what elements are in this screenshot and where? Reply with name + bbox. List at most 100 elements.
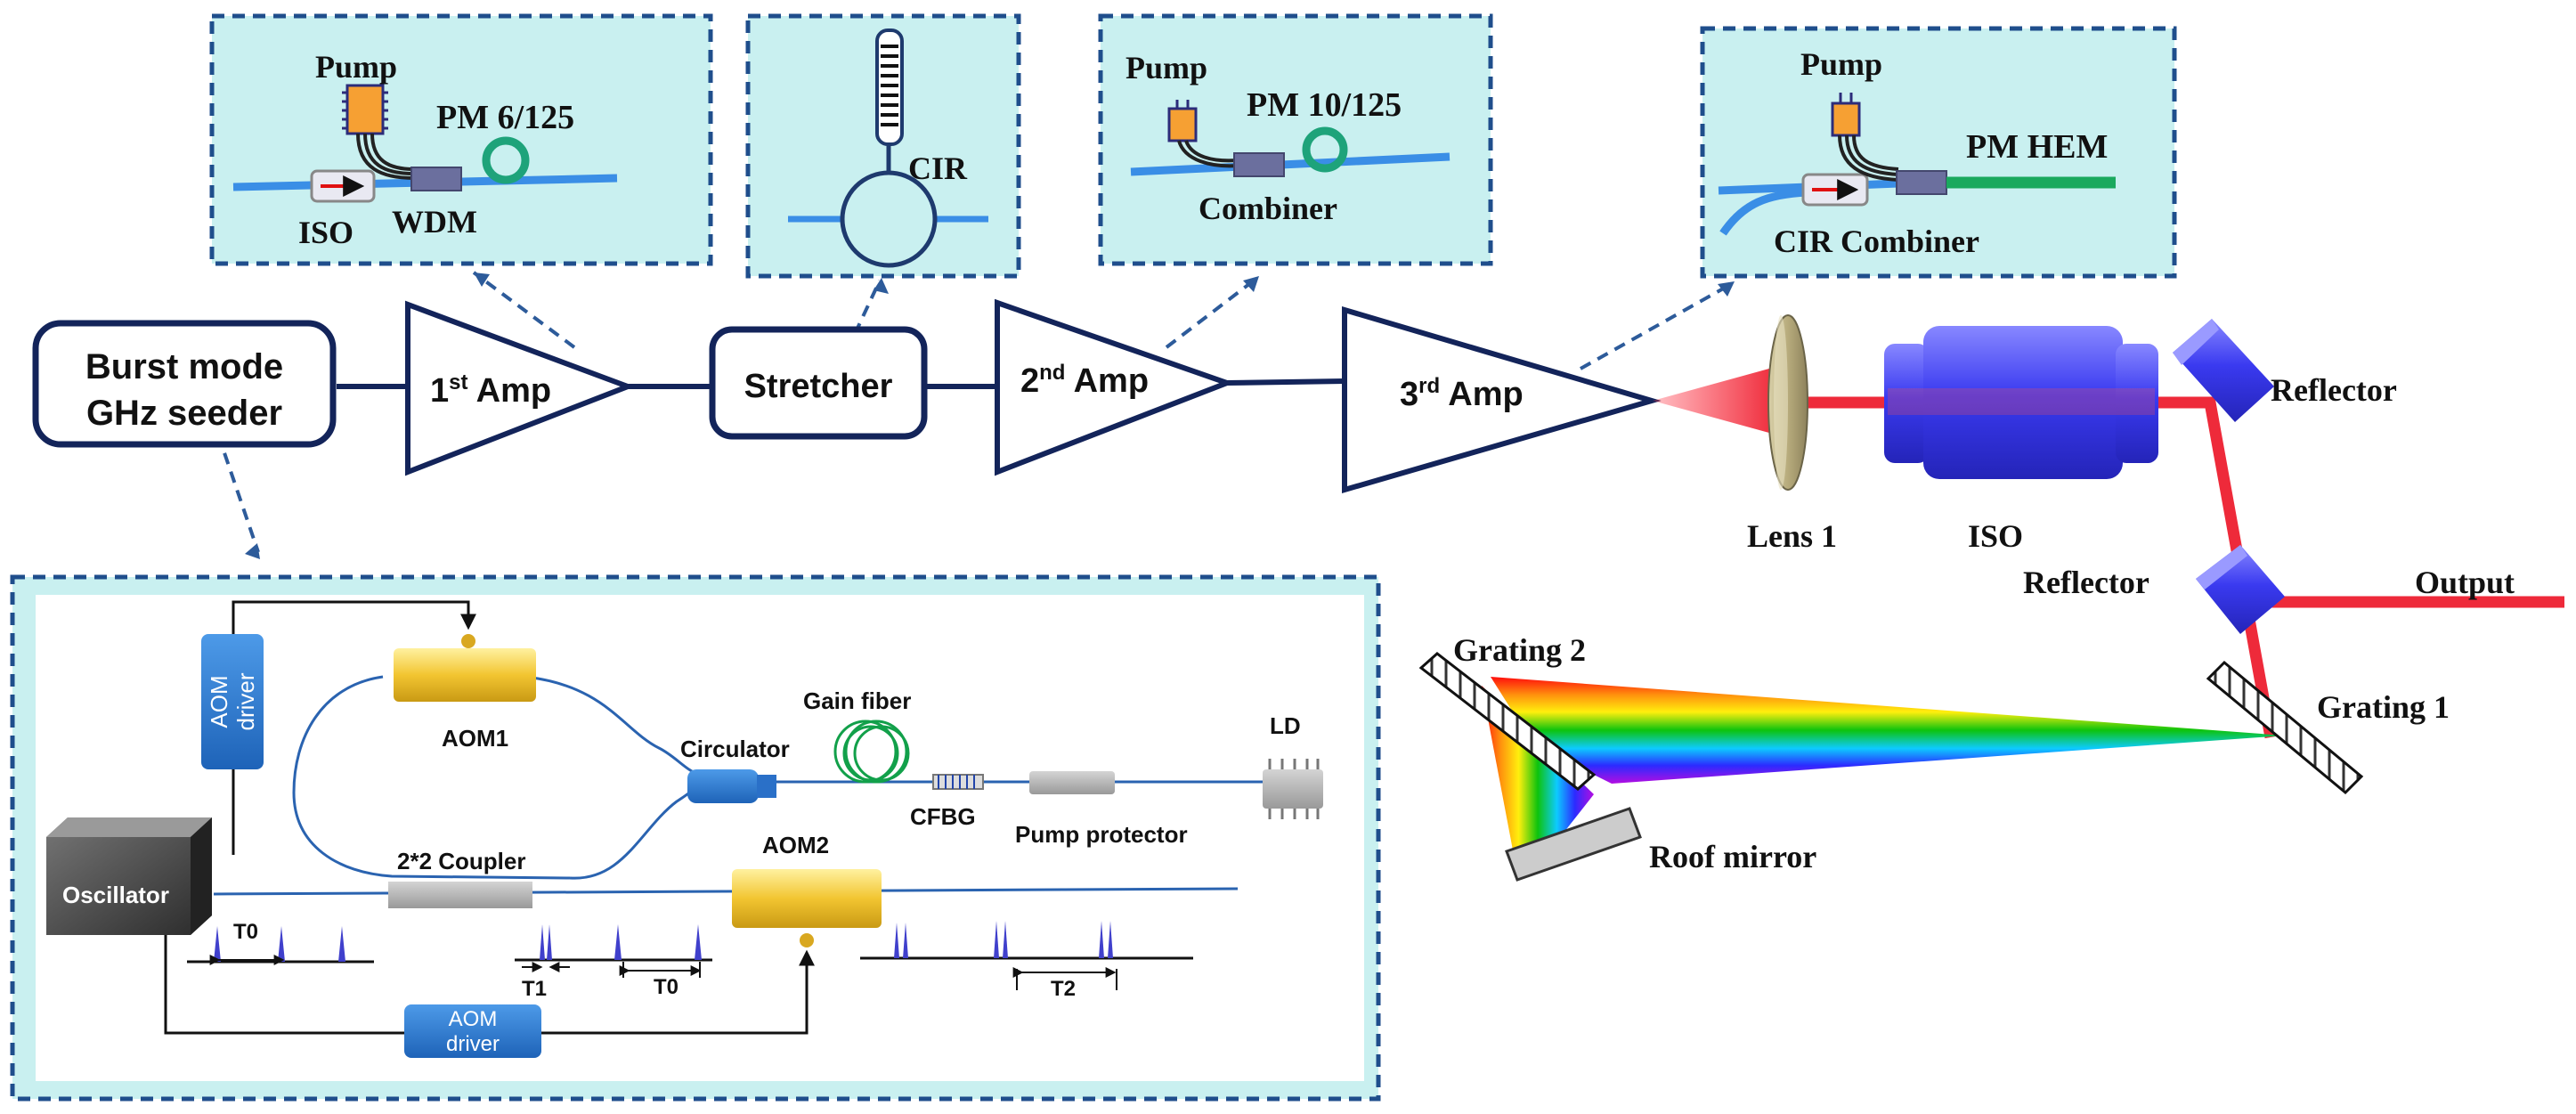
- third-amp-block: 3rd Amp: [1342, 305, 1662, 493]
- isolator-icon: [310, 169, 376, 203]
- combiner-icon: [1233, 152, 1285, 177]
- label-pm-hem: PM HEM: [1966, 128, 2108, 166]
- seeder-detail-inset: AOM driver AOM1 Oscillator Circulator Ga…: [10, 574, 1381, 1102]
- callout-arrow: [1580, 281, 1734, 370]
- amp1-label: 1st Amp: [430, 370, 551, 410]
- label-ld: LD: [1270, 712, 1301, 739]
- amp3-label: 3rd Amp: [1400, 374, 1524, 413]
- inset-third-amp: Pump PM HEM CIR Combiner: [1700, 26, 2177, 279]
- svg-text:driver: driver: [446, 1032, 500, 1056]
- aom1-icon: [394, 634, 536, 702]
- grating-1: [2206, 660, 2364, 795]
- label-pm-10-125: PM 10/125: [1247, 86, 1402, 124]
- fiber-grating-icon: [875, 28, 904, 146]
- lens-1: [1767, 314, 1808, 491]
- wdm-icon: [410, 167, 462, 191]
- circulator-icon: [840, 170, 938, 268]
- inset-first-amp: Pump PM 6/125 ISO WDM: [209, 13, 713, 266]
- pulse-train-t1: T1 T0: [515, 924, 712, 1001]
- label-pump-protector: Pump protector: [1015, 821, 1188, 848]
- svg-text:AOM: AOM: [449, 1007, 498, 1031]
- circulator-icon: [687, 769, 776, 803]
- label-cfbg: CFBG: [910, 803, 976, 830]
- coupler-icon: [388, 882, 532, 908]
- svg-text:driver: driver: [232, 672, 259, 730]
- label-aom2: AOM2: [762, 832, 829, 858]
- reflector-upper: [2173, 319, 2274, 422]
- cfbg-icon: [932, 774, 984, 790]
- laser-diode-icon: [1263, 759, 1323, 819]
- label-pump: Pump: [1800, 46, 1882, 82]
- fiber-coil-icon: [1302, 126, 1348, 173]
- label-aom1: AOM1: [442, 725, 508, 752]
- label-reflector-lower: Reflector: [2023, 565, 2149, 600]
- seeder-line1: Burst mode: [85, 347, 283, 386]
- seeder-line2: GHz seeder: [86, 394, 282, 433]
- pump-icon: [1167, 100, 1239, 168]
- burst-mode-seeder-block: Burst mode GHz seeder: [32, 320, 337, 448]
- callout-arrow: [1165, 276, 1259, 349]
- label-grating-2: Grating 2: [1453, 632, 1586, 668]
- fiber-line: [1130, 152, 1451, 176]
- stretcher-label: Stretcher: [744, 368, 893, 405]
- control-line: [232, 600, 476, 634]
- label-output: Output: [2415, 565, 2515, 600]
- beam-segment: [2155, 396, 2277, 739]
- label-gain-fiber: Gain fiber: [803, 687, 911, 714]
- second-amp-block: 2nd Amp: [995, 298, 1235, 476]
- label-iso: ISO: [298, 215, 353, 250]
- free-space-isolator: [1884, 326, 2158, 479]
- label-coupler: 2*2 Coupler: [397, 848, 526, 874]
- fiber-line: [213, 887, 1239, 896]
- fiber-loop: [524, 675, 704, 778]
- svg-text:AOM: AOM: [206, 675, 232, 728]
- oscillator-icon: [46, 817, 212, 935]
- beam-cone: [1653, 367, 1776, 435]
- label-t2: T2: [1051, 977, 1076, 1001]
- label-combiner: Combiner: [1199, 191, 1337, 226]
- control-line: [164, 935, 404, 1035]
- aom-driver-top: AOM driver: [201, 634, 264, 769]
- inset-stretcher: CIR: [745, 13, 1021, 279]
- stretcher-block: Stretcher: [709, 326, 928, 440]
- label-cir-combiner: CIR Combiner: [1774, 224, 1979, 259]
- label-roof-mirror: Roof mirror: [1649, 839, 1816, 874]
- label-lens-1: Lens 1: [1747, 518, 1837, 554]
- label-cir: CIR: [908, 150, 968, 186]
- circulator-icon: [1801, 173, 1869, 207]
- callout-arrowheads: [245, 272, 1735, 559]
- pump-icon: [1831, 93, 1899, 182]
- label-iso: ISO: [1968, 518, 2023, 554]
- label-t1: T1: [522, 977, 547, 1001]
- label-pump: Pump: [1125, 50, 1207, 85]
- pulse-train-t0: T0: [187, 920, 374, 965]
- fiber-loop: [292, 675, 571, 880]
- first-amp-block: 1st Amp: [405, 300, 636, 476]
- label-wdm: WDM: [392, 204, 477, 240]
- inset-second-amp: Pump PM 10/125 Combiner: [1098, 13, 1493, 266]
- combiner-icon: [1896, 170, 1947, 195]
- pump-protector-icon: [1029, 771, 1115, 794]
- gain-fiber-icon: [833, 720, 910, 784]
- pump-icon: [342, 84, 415, 180]
- connector-line: [1226, 378, 1345, 386]
- roof-mirror: [1505, 807, 1642, 882]
- callout-arrow: [216, 434, 260, 553]
- label-pump: Pump: [315, 49, 397, 85]
- aom-driver-bottom: AOM driver: [404, 1004, 541, 1058]
- label-grating-1: Grating 1: [2317, 689, 2450, 725]
- callout-arrow: [472, 271, 576, 349]
- aom2-icon: [732, 869, 882, 947]
- fiber-coil-icon: [482, 136, 530, 184]
- label-t0: T0: [233, 920, 258, 944]
- label-pm-6-125: PM 6/125: [436, 99, 574, 136]
- grating-2: [1418, 652, 1597, 791]
- reflector-lower: [2196, 545, 2285, 634]
- label-reflector-upper: Reflector: [2271, 372, 2397, 408]
- pulse-train-t2: T2: [860, 921, 1193, 1001]
- control-line: [541, 949, 815, 1035]
- label-t0-second: T0: [654, 975, 679, 999]
- label-circulator: Circulator: [680, 736, 790, 762]
